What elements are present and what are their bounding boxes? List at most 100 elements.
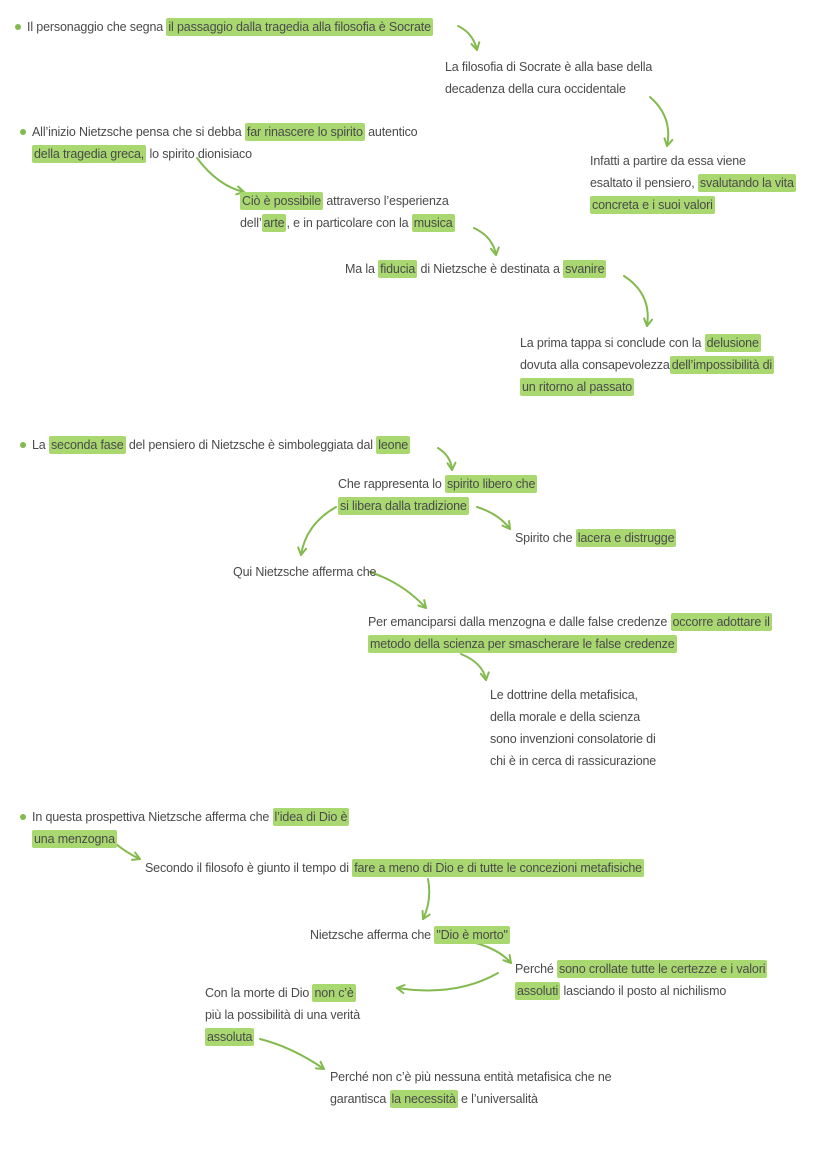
highlighted-text: della tragedia greca, (32, 145, 147, 163)
node-socrate-passaggio: Il personaggio che segna il passaggio da… (15, 16, 433, 38)
text-line: esaltato il pensiero, svalutando la vita (590, 172, 796, 194)
plain-text: dell’ (240, 216, 262, 230)
text-line: una menzogna (32, 828, 349, 850)
highlighted-text: "Dio è morto" (434, 926, 510, 944)
plain-text: attraverso l’esperienza (323, 194, 449, 208)
plain-text: Ma la (345, 262, 379, 276)
plain-text: Spirito che (515, 531, 576, 545)
plain-text: La (32, 438, 49, 452)
node-spirito-dionisiaco: All’inizio Nietzsche pensa che si debba … (20, 121, 418, 165)
highlighted-text: seconda fase (48, 436, 126, 454)
plain-text: lasciando il posto al nichilismo (560, 984, 727, 998)
node-filosofia-socrate: La filosofia di Socrate è alla base dell… (445, 56, 652, 100)
plain-text: di Nietzsche è destinata a (417, 262, 564, 276)
text-line: sono invenzioni consolatorie di (490, 728, 656, 750)
plain-text: La filosofia di Socrate è alla base dell… (445, 60, 653, 74)
highlighted-text: occorre adottare il (670, 613, 772, 631)
bullet-icon (20, 442, 26, 448)
plain-text: All’inizio Nietzsche pensa che si debba (32, 125, 245, 139)
highlighted-text: svalutando la vita (697, 174, 796, 192)
text-line: Qui Nietzsche afferma che (233, 561, 376, 583)
highlighted-text: assoluti (515, 982, 561, 1000)
plain-text: Per emanciparsi dalla menzogna e dalle f… (368, 615, 671, 629)
node-spirito-libero: Che rappresenta lo spirito libero che si … (338, 473, 538, 517)
text-line: All’inizio Nietzsche pensa che si debba … (32, 121, 418, 143)
highlighted-text: lacera e distrugge (575, 529, 677, 547)
plain-text: sono invenzioni consolatorie di (490, 732, 656, 746)
text-line: In questa prospettiva Nietzsche afferma … (32, 806, 350, 828)
highlighted-text: far rinascere lo spirito (244, 123, 365, 141)
text-line: Perché non c’è più nessuna entità metafi… (330, 1066, 612, 1088)
text-line: La prima tappa si conclude con la delusi… (520, 332, 774, 354)
plain-text: Il personaggio che segna (27, 20, 167, 34)
plain-text: La prima tappa si conclude con la (520, 336, 705, 350)
highlighted-text: delusione (704, 334, 761, 352)
text-line: si libera dalla tradizione (338, 495, 537, 517)
highlighted-text: metodo della scienza per smascherare le … (368, 635, 677, 653)
text-line: assoluta (205, 1026, 360, 1048)
node-no-verita-assoluta: Con la morte di Dio non c’è più la possib… (205, 982, 360, 1048)
plain-text: del pensiero di Nietzsche è simboleggiat… (125, 438, 377, 452)
plain-text: autentico (364, 125, 418, 139)
highlighted-text: la necessità (389, 1090, 458, 1108)
text-line: garantisca la necessità e l’universalità (330, 1088, 611, 1110)
bullet-icon (20, 814, 26, 820)
highlighted-text: si libera dalla tradizione (338, 497, 469, 515)
text-line: Ma la fiducia di Nietzsche è destinata a… (345, 258, 607, 280)
highlighted-text: dell’impossibilità di (669, 356, 775, 374)
plain-text: garantisca (330, 1092, 390, 1106)
highlighted-text: arte (261, 214, 287, 232)
highlighted-text: spirito libero che (444, 475, 538, 493)
highlighted-text: svanire (563, 260, 607, 278)
text-line: della tragedia greca, lo spirito dionisi… (32, 143, 417, 165)
plain-text: Perché (515, 962, 558, 976)
text-line: assoluti lasciando il posto al nichilism… (515, 980, 767, 1002)
text-line: Spirito che lacera e distrugge (515, 527, 677, 549)
node-metodo-scienza: Per emanciparsi dalla menzogna e dalle f… (368, 611, 772, 655)
highlighted-text: sono crollate tutte le certezze e i valo… (557, 960, 768, 978)
plain-text: della morale e della scienza (490, 710, 641, 724)
highlighted-text: non c’è (312, 984, 356, 1002)
highlighted-text: il passaggio dalla tragedia alla filosof… (166, 18, 433, 36)
highlighted-text: fare a meno di Dio e di tutte le concezi… (352, 859, 644, 877)
text-line: Con la morte di Dio non c’è (205, 982, 360, 1004)
highlighted-text: un ritorno al passato (520, 378, 635, 396)
text-line: dell’arte, e in particolare con la music… (240, 212, 455, 234)
plain-text: Le dottrine della metafisica, (490, 688, 638, 702)
plain-text: In questa prospettiva Nietzsche afferma … (32, 810, 273, 824)
text-line: Le dottrine della metafisica, (490, 684, 656, 706)
node-prima-tappa-delusione: La prima tappa si conclude con la delusi… (520, 332, 775, 398)
bullet-icon (15, 24, 21, 30)
text-line: La filosofia di Socrate è alla base dell… (445, 56, 652, 78)
node-lacera-distrugge: Spirito che lacera e distrugge (515, 527, 677, 549)
plain-text: lo spirito dionisiaco (146, 147, 252, 161)
highlighted-text: concreta e i suoi valori (590, 196, 715, 214)
node-seconda-fase-leone: La seconda fase del pensiero di Nietzsch… (20, 434, 411, 456)
text-line: Secondo il filosofo è giunto il tempo di… (145, 857, 644, 879)
plain-text: decadenza della cura occidentale (445, 82, 626, 96)
text-line: concreta e i suoi valori (590, 194, 796, 216)
plain-text: Secondo il filosofo è giunto il tempo di (145, 861, 353, 875)
text-line: Perché sono crollate tutte le certezze e… (515, 958, 768, 980)
highlighted-text: leone (376, 436, 411, 454)
plain-text: più la possibilità di una verità (205, 1008, 361, 1022)
text-line: un ritorno al passato (520, 376, 774, 398)
text-line: Per emanciparsi dalla menzogna e dalle f… (368, 611, 772, 633)
node-esaltato-pensiero: Infatti a partire da essa viene esaltato … (590, 150, 796, 216)
text-line: Che rappresenta lo spirito libero che (338, 473, 538, 495)
node-esperienza-arte: Ciò è possibile attraverso l’esperienza d… (240, 190, 455, 234)
node-idea-dio-menzogna: In questa prospettiva Nietzsche afferma … (20, 806, 350, 850)
bullet-icon (20, 129, 26, 135)
text-line: Nietzsche afferma che "Dio è morto" (310, 924, 510, 946)
text-line: metodo della scienza per smascherare le … (368, 633, 772, 655)
node-fiducia-svanire: Ma la fiducia di Nietzsche è destinata a… (345, 258, 607, 280)
plain-text: chi è in cerca di rassicurazione (490, 754, 657, 768)
node-dottrine-consolatorie: Le dottrine della metafisica, della moral… (490, 684, 656, 772)
highlighted-text: Ciò è possibile (240, 192, 324, 210)
text-line: Il personaggio che segna il passaggio da… (27, 16, 433, 38)
plain-text: Infatti a partire da essa viene (590, 154, 746, 168)
text-line: La seconda fase del pensiero di Nietzsch… (32, 434, 411, 456)
